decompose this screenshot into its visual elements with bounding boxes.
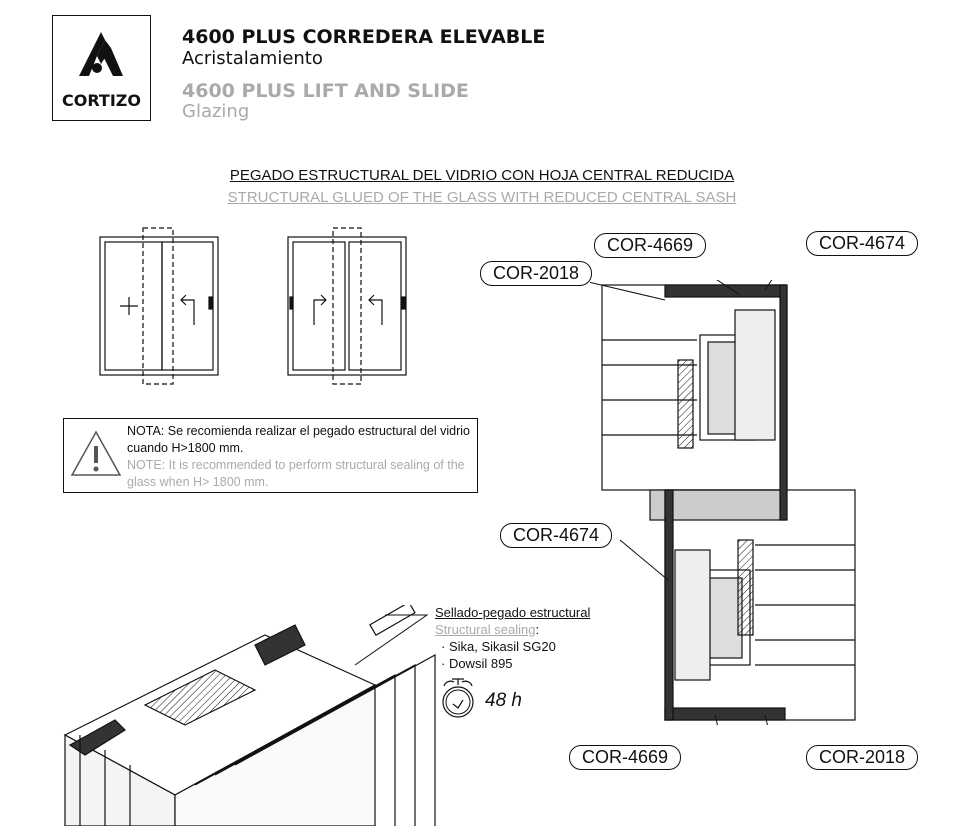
sealant-item: · Dowsil 895	[441, 656, 513, 671]
sealing-colon: :	[535, 622, 540, 637]
profile-label-cor-4674-middle: COR-4674	[500, 523, 613, 548]
subtitle-en: Glazing	[182, 101, 250, 122]
window-scheme-1	[99, 227, 219, 385]
window-schemes	[99, 227, 407, 385]
profile-label-cor-4669-bottom: COR-4669	[569, 745, 682, 770]
note-text-en: NOTE: It is recommended to perform struc…	[127, 458, 465, 489]
cortizo-logo: CORTIZO	[52, 15, 151, 121]
section-title-en: STRUCTURAL GLUED OF THE GLASS WITH REDUC…	[227, 189, 737, 206]
warning-icon	[70, 430, 122, 476]
title-es: 4600 PLUS CORREDERA ELEVABLE	[182, 26, 546, 48]
profile-label-cor-2018-top: COR-2018	[480, 261, 593, 286]
isometric-profile-drawing	[63, 605, 436, 826]
note-box: NOTA: Se recomienda realizar el pegado e…	[63, 418, 478, 493]
cure-time: 48 h	[485, 690, 522, 711]
sealant-item: · Sika, Sikasil SG20	[441, 639, 556, 654]
alarm-clock-icon	[442, 678, 474, 718]
sealing-label-es: Sellado-pegado estructural	[435, 605, 591, 620]
profile-label-cor-4669-top: COR-4669	[594, 233, 707, 258]
title-en: 4600 PLUS LIFT AND SLIDE	[182, 80, 469, 102]
logo-text: CORTIZO	[61, 91, 141, 110]
section-title-es: PEGADO ESTRUCTURAL DEL VIDRIO CON HOJA C…	[229, 167, 735, 184]
note-text-es: NOTA: Se recomienda realizar el pegado e…	[127, 424, 470, 455]
profile-label-cor-4674-top: COR-4674	[806, 231, 919, 256]
window-scheme-2	[287, 227, 407, 385]
cross-section-drawing	[590, 280, 856, 725]
profile-label-cor-2018-bottom: COR-2018	[806, 745, 919, 770]
subtitle-es: Acristalamiento	[182, 48, 323, 69]
sealing-label-en: Structural sealing	[435, 622, 536, 637]
sealing-notes: Sellado-pegado estructural Structural se…	[435, 604, 590, 672]
cortizo-logo-icon	[79, 32, 123, 76]
